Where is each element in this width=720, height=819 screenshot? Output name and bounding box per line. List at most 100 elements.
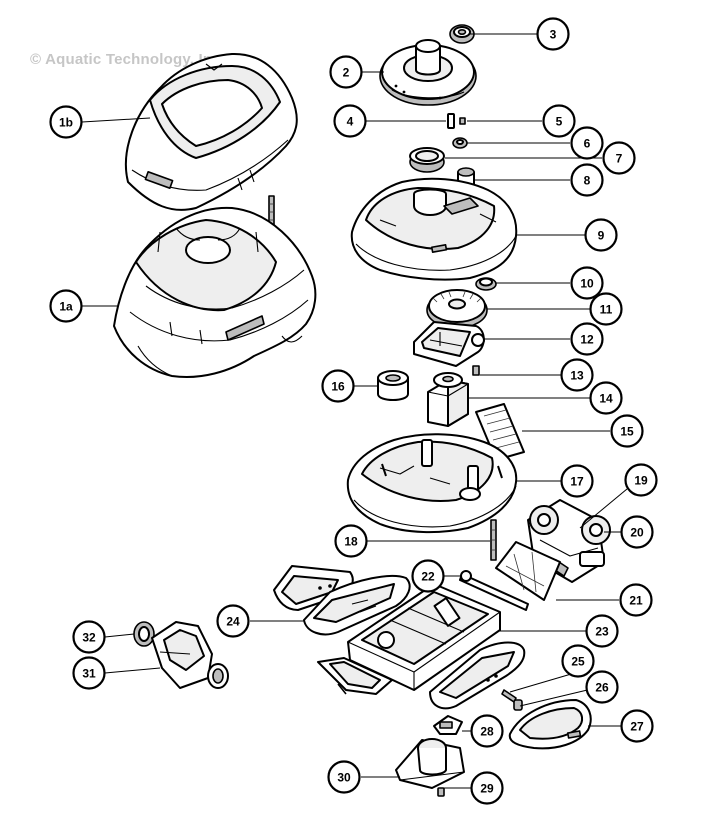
callout-number: 26 (595, 681, 609, 695)
part-16-bushing (377, 370, 409, 401)
callout-6: 6 (570, 126, 604, 160)
callout-25: 25 (561, 644, 595, 678)
callout-number: 9 (598, 229, 605, 243)
part-24-side-pontoon (303, 574, 411, 636)
callout-number: 1b (59, 116, 73, 130)
callout-4: 4 (333, 104, 367, 138)
copyright-notice: © Aquatic Technology, Inc. (30, 51, 226, 68)
callout-circle (72, 620, 106, 654)
callout-circle (584, 218, 618, 252)
part-27-rear-cover (508, 699, 592, 750)
callout-number: 25 (571, 655, 585, 669)
part-4-pin (447, 113, 455, 129)
callout-19: 19 (624, 463, 658, 497)
callout-circle (610, 414, 644, 448)
callout-circle (585, 614, 619, 648)
part-17-gearbox-bottom (346, 433, 518, 534)
callout-circle (49, 105, 83, 139)
callout-circle (560, 358, 594, 392)
callout-circle (333, 104, 367, 138)
callout-1a: 1a (49, 289, 83, 323)
callout-circle (49, 289, 83, 323)
part-1b-top-cover (124, 52, 298, 211)
part-6-nut (452, 137, 468, 149)
callout-number: 7 (616, 152, 623, 166)
callout-circle (560, 464, 594, 498)
callout-circle (585, 670, 619, 704)
part-7-ring (409, 147, 445, 173)
callout-14: 14 (589, 381, 623, 415)
callout-number: 24 (226, 615, 240, 629)
callout-number: 22 (421, 570, 435, 584)
leader-lines (81, 33, 628, 789)
part-28-bracket (433, 715, 463, 735)
callout-circle (620, 515, 654, 549)
callout-number: 19 (634, 474, 648, 488)
part-29-screw (437, 787, 445, 797)
part-23-chassis (347, 583, 501, 691)
callout-circle (72, 656, 106, 690)
callout-circle (602, 141, 636, 175)
part-1a-body-shell (113, 206, 317, 378)
callout-15: 15 (610, 414, 644, 448)
part-18-screw (490, 519, 497, 561)
part-3-small-gear (449, 24, 475, 44)
callout-circle (619, 583, 653, 617)
part-2-drive-gear (379, 39, 477, 106)
part-30-intake (395, 738, 465, 789)
callout-number: 4 (347, 115, 354, 129)
callout-circle (589, 292, 623, 326)
callout-number: 32 (82, 631, 96, 645)
callout-number: 31 (82, 667, 96, 681)
callout-circle (216, 604, 250, 638)
callout-number: 5 (556, 115, 563, 129)
callout-number: 17 (570, 475, 584, 489)
callout-24: 24 (216, 604, 250, 638)
callout-circle (334, 524, 368, 558)
callout-32: 32 (72, 620, 106, 654)
callout-number: 12 (580, 333, 594, 347)
callout-20: 20 (620, 515, 654, 549)
part-13-screw (472, 365, 480, 376)
callout-26: 26 (585, 670, 619, 704)
callout-8: 8 (570, 163, 604, 197)
callout-circle (470, 771, 504, 805)
callout-1b: 1b (49, 105, 83, 139)
callout-11: 11 (589, 292, 623, 326)
callout-number: 13 (570, 369, 584, 383)
part-10-idler-gear (475, 277, 497, 291)
callout-number: 16 (331, 380, 345, 394)
callout-27: 27 (620, 709, 654, 743)
callout-5: 5 (542, 104, 576, 138)
callout-number: 29 (480, 782, 494, 796)
part-14-motor-block (427, 372, 469, 427)
callout-circle (327, 760, 361, 794)
callout-29: 29 (470, 771, 504, 805)
callout-number: 27 (630, 720, 644, 734)
callout-10: 10 (570, 266, 604, 300)
part-22-axle (459, 570, 529, 611)
callout-number: 3 (550, 28, 557, 42)
callout-circle (536, 17, 570, 51)
part-11-main-gear (426, 289, 488, 329)
callout-30: 30 (327, 760, 361, 794)
callout-circle (470, 714, 504, 748)
part-5-clip (459, 117, 466, 125)
callout-3: 3 (536, 17, 570, 51)
callout-9: 9 (584, 218, 618, 252)
callout-circle (570, 266, 604, 300)
callout-circle (321, 369, 355, 403)
callout-circle (329, 55, 363, 89)
callout-number: 1a (59, 300, 73, 314)
callout-number: 30 (337, 771, 351, 785)
callout-2: 2 (329, 55, 363, 89)
callout-number: 21 (629, 594, 643, 608)
callout-number: 15 (620, 425, 634, 439)
callout-7: 7 (602, 141, 636, 175)
callout-12: 12 (570, 322, 604, 356)
part-debris-scoop (317, 657, 393, 695)
callout-number: 2 (343, 66, 350, 80)
callout-circle (624, 463, 658, 497)
callout-18: 18 (334, 524, 368, 558)
